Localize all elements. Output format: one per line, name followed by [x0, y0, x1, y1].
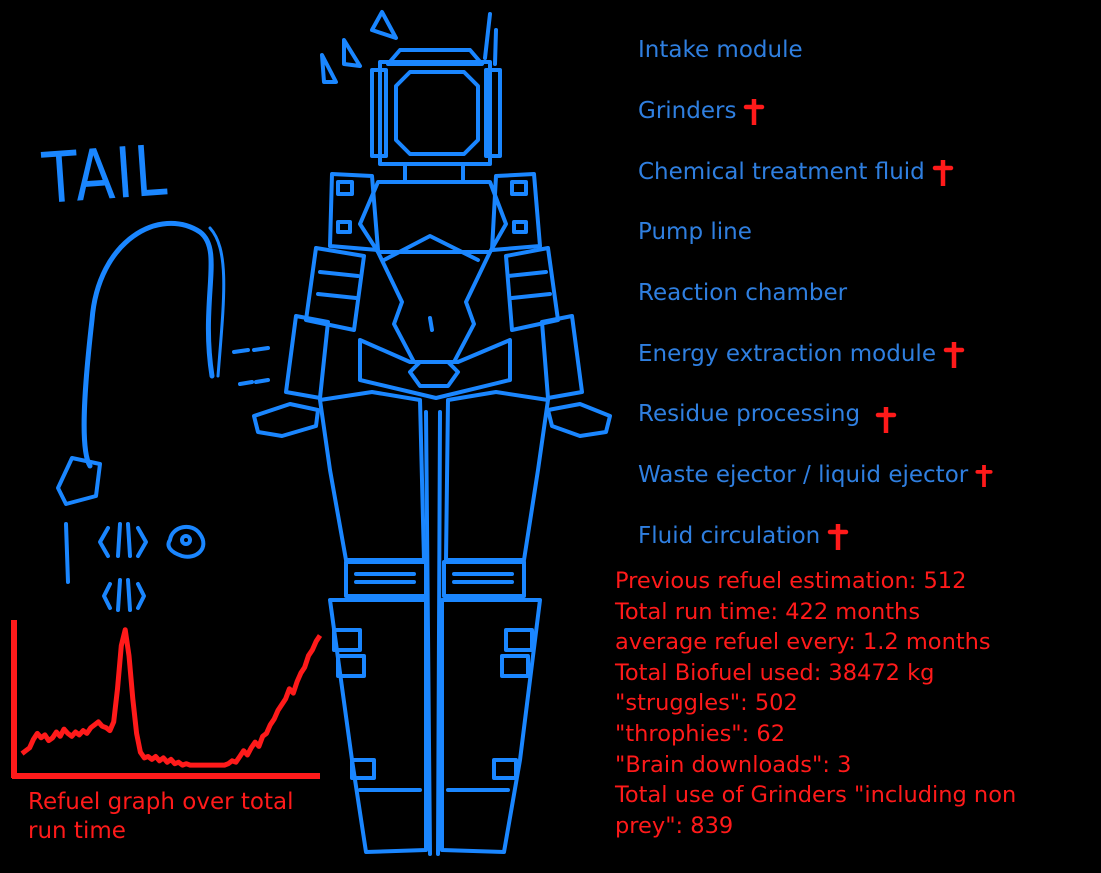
robot-figure — [56, 10, 612, 856]
part-label: Grinders — [638, 98, 737, 125]
part-label: Fluid circulation — [638, 522, 821, 549]
cross-icon — [742, 99, 766, 125]
stat-line: Total run time: 422 months — [615, 598, 921, 625]
part-label: Waste ejector / liquid ejector — [638, 462, 969, 489]
stats-block: Previous refuel estimation: 512 Total ru… — [615, 566, 1085, 841]
part-item: Residue processing — [638, 384, 1088, 445]
part-item: Energy extraction module — [638, 323, 1088, 384]
part-item: Fluid circulation — [638, 506, 1088, 567]
stat-line: Previous refuel estimation: 512 — [615, 568, 967, 594]
part-item: Intake module — [638, 20, 1088, 81]
stat-line: "throphies": 62 — [615, 720, 786, 747]
graph-caption-line: run time — [28, 818, 126, 844]
part-label: Pump line — [638, 219, 752, 246]
part-label: Reaction chamber — [638, 280, 848, 307]
graph-series-line — [20, 627, 323, 768]
stat-line: prey": 839 — [615, 812, 734, 839]
part-label: Intake module — [638, 37, 803, 64]
cross-icon — [826, 524, 850, 550]
part-item: Grinders — [638, 81, 1088, 142]
parts-list: Intake module Grinders Chemical treatmen… — [638, 20, 1088, 566]
cross-icon — [931, 160, 955, 186]
graph-caption-line: Refuel graph over total — [28, 789, 294, 815]
part-label: Energy extraction module — [638, 340, 936, 367]
part-item: Waste ejector / liquid ejector — [638, 445, 1088, 506]
part-item: Reaction chamber — [638, 263, 1088, 324]
stat-line: "Brain downloads": 3 — [615, 751, 852, 778]
part-label: Residue processing — [638, 401, 861, 428]
graph-caption: Refuel graph over total run time — [28, 788, 328, 846]
part-item: Chemical treatment fluid — [638, 141, 1088, 202]
stat-line: Total use of Grinders "including non — [615, 782, 1017, 809]
cross-icon — [874, 407, 898, 433]
cross-icon — [942, 342, 966, 368]
tail-label: TAIL — [40, 129, 171, 220]
cross-icon — [975, 465, 993, 488]
stat-line: Total Biofuel used: 38472 kg — [615, 659, 935, 686]
part-label: Chemical treatment fluid — [638, 158, 925, 185]
refuel-graph — [11, 620, 323, 779]
stat-line: "struggles": 502 — [615, 690, 798, 717]
part-item: Pump line — [638, 202, 1088, 263]
stat-line: average refuel every: 1.2 months — [615, 629, 991, 656]
